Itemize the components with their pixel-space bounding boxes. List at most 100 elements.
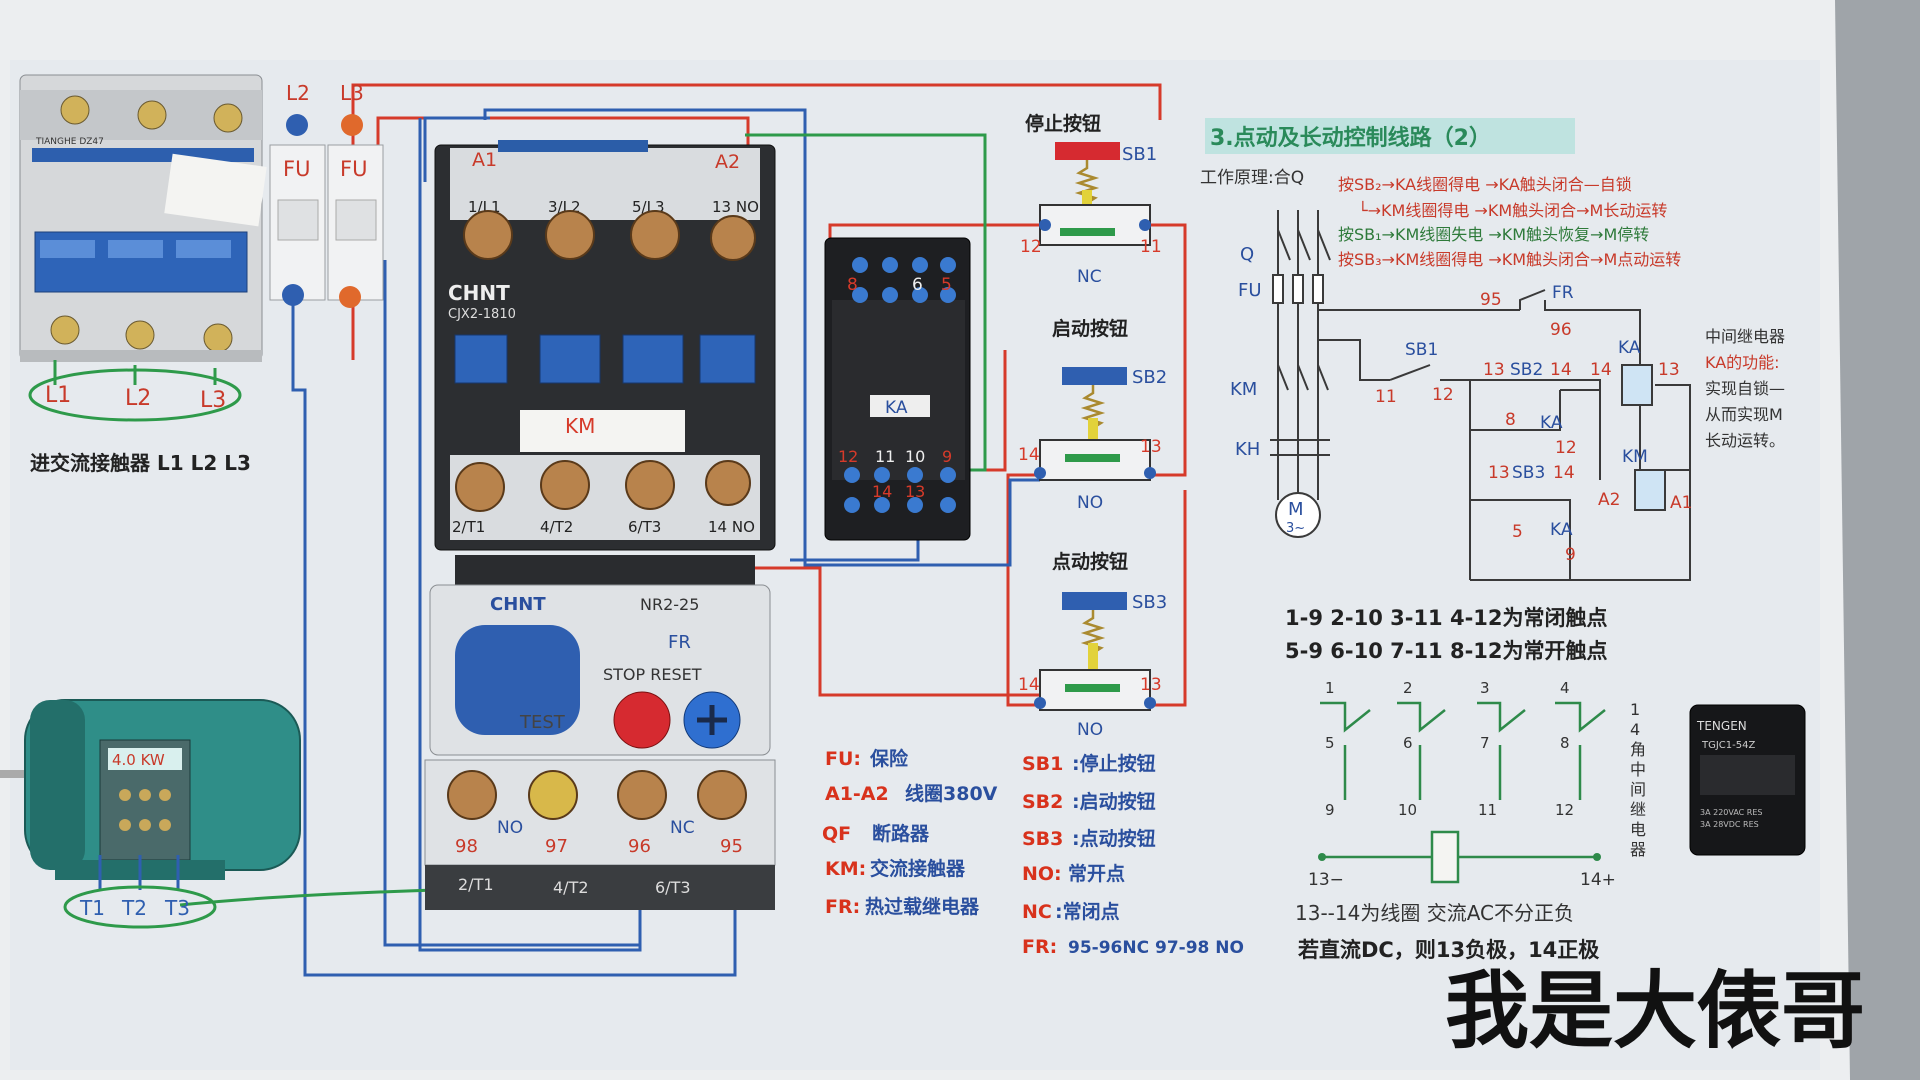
- contact-groups: [1320, 701, 1606, 800]
- schem-motor-sub: 3~: [1286, 521, 1305, 536]
- legend-text: :常闭点: [1055, 900, 1120, 923]
- contact-num: 9: [1325, 801, 1335, 819]
- schem-sb3: SB3: [1512, 463, 1545, 483]
- ka-top-num-5: 5: [941, 275, 952, 295]
- contactor-contact-window: [622, 334, 684, 384]
- fuse-label-l2: L2: [286, 81, 310, 105]
- schem-96: 96: [1550, 320, 1572, 340]
- breaker-screw: [125, 320, 155, 350]
- sb3-label: SB3: [1132, 592, 1167, 613]
- contactor-bottom-term-1: 2/T1: [452, 518, 485, 536]
- relay-stop-reset-label: STOP RESET: [603, 665, 702, 684]
- input-label-l1: L1: [45, 383, 71, 408]
- relay-side-char: 4: [1630, 720, 1640, 739]
- schem-sb1: SB1: [1405, 340, 1438, 360]
- schem-kh: KH: [1235, 439, 1260, 460]
- sb1-right-num: 11: [1140, 237, 1162, 257]
- fuse-label-fu2: FU: [340, 157, 367, 181]
- circuit-breaker: TIANGHE DZ47: [19, 74, 267, 362]
- contact-num: 7: [1480, 734, 1490, 752]
- principle-line-2: └→KM线圈得电 →KM触头闭合→M长动运转: [1358, 200, 1667, 220]
- ka-bottom-num-13: 13: [905, 482, 925, 501]
- schematic: [1270, 210, 1691, 581]
- input-leads: [53, 360, 217, 385]
- input-label-l2: L2: [125, 386, 151, 411]
- relay-no-label: NO: [497, 818, 523, 838]
- note-line: 中间继电器: [1705, 327, 1785, 346]
- relay-side-char: 中: [1630, 760, 1646, 779]
- note-line: 实现自锁—: [1705, 379, 1785, 398]
- legend-key: FU:: [825, 748, 861, 770]
- green-wire-motor: [179, 888, 436, 907]
- contacts-nc-text: 1-9 2-10 3-11 4-12为常闭触点: [1285, 606, 1608, 630]
- contacts-no-text: 5-9 6-10 7-11 8-12为常开触点: [1285, 639, 1608, 663]
- blue-wire-l2: [291, 295, 737, 977]
- motor-leads: [98, 855, 180, 890]
- coil-note: 13--14为线圈 交流AC不分正负: [1295, 901, 1574, 925]
- contactor-bottom-term-3: 6/T3: [628, 518, 661, 536]
- fuse-label-l3: L3: [340, 81, 364, 105]
- schem-ka-coil: KA: [1618, 338, 1641, 358]
- ka-bottom-num-9: 9: [942, 447, 952, 466]
- sb3-left-num: 14: [1018, 675, 1040, 695]
- breaker-sticker: [164, 153, 267, 227]
- schem-14b: 14: [1553, 463, 1575, 483]
- contactor-km-label: KM: [565, 414, 595, 438]
- relay-terminal-screw: [697, 770, 747, 820]
- motor-terminals-ring: [63, 885, 217, 929]
- legend-key: SB1: [1022, 753, 1063, 775]
- sb2-right-num: 13: [1140, 437, 1162, 457]
- principle-label: 工作原理:合Q: [1200, 168, 1304, 188]
- relay-terminal-screw: [617, 770, 667, 820]
- red-wire-sb1-sb2: [1150, 223, 1187, 477]
- sb1-label: SB1: [1122, 144, 1157, 165]
- breaker-screw: [137, 100, 167, 130]
- start-button-sb2: 启动按钮 SB2 14 13 NO: [1018, 317, 1167, 513]
- contact-num: 11: [1478, 801, 1497, 819]
- contact-num: 3: [1480, 679, 1490, 697]
- sb2-label: SB2: [1132, 367, 1167, 388]
- schem-9: 9: [1565, 545, 1576, 565]
- relay-num-97: 97: [545, 836, 568, 857]
- schem-12b: 12: [1555, 438, 1577, 458]
- fuse-bottom-cap-l2: [282, 284, 304, 306]
- contact-num: 12: [1555, 801, 1574, 819]
- start-button-cap: [1062, 367, 1127, 385]
- motor-term-t1: T1: [79, 896, 105, 920]
- contactor-bottom-term-4: 14 NO: [708, 518, 755, 536]
- sb1-left-num: 12: [1020, 237, 1042, 257]
- contact-num: 2: [1403, 679, 1413, 697]
- contactor-a1-label: A1: [472, 149, 497, 171]
- relay-stop-button: [613, 691, 671, 749]
- legend-text: 线圈380V: [905, 782, 998, 805]
- ka-bottom-num-14: 14: [872, 482, 892, 501]
- legend-key: SB3: [1022, 828, 1063, 850]
- thermal-overload-relay: CHNT NR2-25 TEST FR STOP RESET NO NC 98 …: [424, 555, 776, 910]
- contactor-top-screw: [463, 210, 513, 260]
- relay-side-char: 间: [1630, 780, 1646, 799]
- legend-text: :点动按钮: [1072, 827, 1156, 850]
- schem-ka1: KA: [1540, 413, 1563, 433]
- relay-brand: CHNT: [490, 594, 546, 615]
- fuse-top-cap-l3: [341, 114, 363, 136]
- note-line: 长动运转。: [1705, 431, 1785, 450]
- relay-dial: [455, 625, 580, 735]
- contact-num: 10: [1398, 801, 1417, 819]
- legend-key: QF: [822, 823, 851, 845]
- breaker-screw: [213, 103, 243, 133]
- legend-left: FU: 保险 A1-A2 线圈380V QF 断路器 KM: 交流接触器 FR:…: [822, 747, 998, 918]
- legend-text: 95-96NC 97-98 NO: [1068, 938, 1244, 958]
- legend-key: FR:: [825, 896, 860, 918]
- schem-14c: 14: [1590, 360, 1612, 380]
- legend-text: 保险: [869, 747, 909, 770]
- note-line: KA的功能:: [1705, 353, 1780, 372]
- contact-num: 6: [1403, 734, 1413, 752]
- tengen-spec1: 3A 220VAC RES: [1700, 808, 1763, 817]
- blue-wire-loop-b: [383, 260, 640, 947]
- stop-button-title: 停止按钮: [1025, 112, 1101, 135]
- schem-13c: 13: [1658, 360, 1680, 380]
- relay-side-char: 角: [1630, 740, 1646, 759]
- principle-line-1: 按SB₂→KA线圈得电 →KA触头闭合—自锁: [1338, 175, 1632, 194]
- contact-num: 1: [1325, 679, 1335, 697]
